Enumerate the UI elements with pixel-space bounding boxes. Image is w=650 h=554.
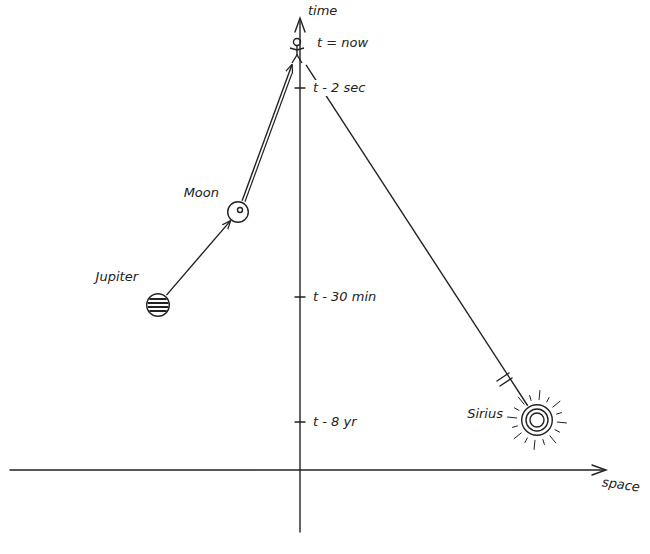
connector-line	[306, 65, 528, 406]
observer-figure: t = now	[289, 38, 305, 64]
time-tick-label: t - 8 yr	[311, 414, 359, 430]
node-shape	[289, 38, 305, 64]
connector-line	[242, 65, 292, 201]
axis-label: time	[306, 3, 339, 19]
node-label: Sirius	[465, 406, 505, 422]
node-outline	[147, 294, 170, 317]
node-outline	[507, 390, 567, 450]
jupiter-planet: Jupiter	[146, 293, 170, 317]
axis-label: space	[599, 474, 643, 496]
time-axis	[299, 20, 300, 532]
connector-line	[245, 74, 292, 202]
light-path-connector	[242, 65, 292, 202]
light-path-connector	[306, 65, 528, 406]
node-label: Jupiter	[94, 269, 140, 285]
moon-body: Moon	[227, 201, 249, 223]
tick	[295, 421, 305, 422]
node-shape	[146, 293, 170, 317]
node-label: Moon	[182, 185, 221, 201]
node-outline	[290, 39, 304, 64]
tick	[295, 296, 305, 297]
connector-line	[166, 221, 230, 295]
node-shape	[227, 201, 249, 223]
node-outline	[228, 202, 249, 223]
space-axis	[10, 469, 604, 470]
tick	[295, 87, 305, 88]
time-axis-head	[295, 18, 305, 32]
node-label: t = now	[315, 35, 370, 51]
node-shape	[521, 404, 553, 436]
time-tick-label: t - 30 min	[311, 289, 378, 305]
light-path-connector	[166, 221, 230, 295]
sirius-star: Sirius	[521, 404, 553, 436]
time-tick-label: t - 2 sec	[311, 80, 367, 96]
